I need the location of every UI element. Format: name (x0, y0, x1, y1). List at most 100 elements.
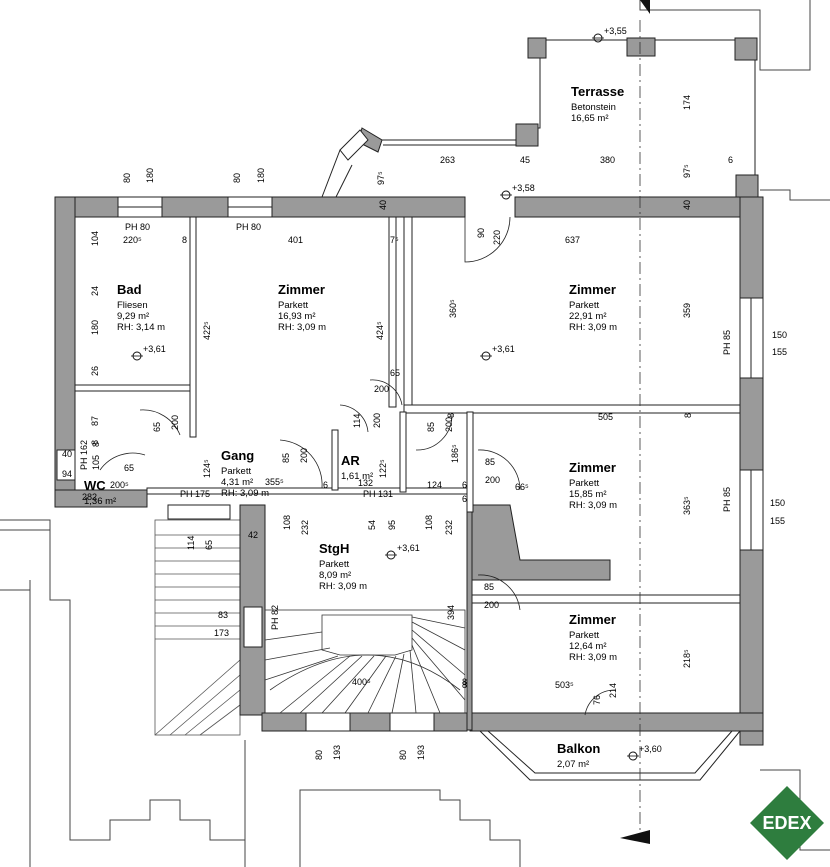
dimension-label: 355⁵ (265, 477, 284, 487)
dimension-label: 108 (282, 515, 292, 530)
dimension-label: 150 (770, 498, 785, 508)
dimension-label: 180 (145, 168, 155, 183)
room-height: RH: 3,14 m (117, 322, 165, 333)
dimension-label: 108 (424, 515, 434, 530)
dimension-label: 8 (182, 235, 187, 245)
dimension-label: PH 131 (363, 489, 393, 499)
dimension-label: PH 85 (722, 487, 732, 512)
room-height: RH: 3,09 m (278, 322, 326, 333)
room-height: RH: 3,09 m (569, 322, 617, 333)
dimension-label: 200 (374, 384, 389, 394)
room-height: RH: 3,09 m (569, 500, 617, 511)
elevation-label: +3,60 (639, 744, 662, 754)
dimension-label: 97⁵ (682, 164, 692, 178)
dimension-label: 80 (232, 173, 242, 183)
dimension-label: 8 (462, 677, 467, 687)
dimension-label: PH 80 (236, 222, 261, 232)
room-material: Fliesen (117, 300, 148, 311)
dimension-label: 503⁵ (555, 680, 574, 690)
elevation-label: +3,61 (397, 543, 420, 553)
staircase (264, 609, 466, 714)
dimension-label: 200 (299, 448, 309, 463)
room-area: 16,65 m² (571, 113, 609, 124)
room-area: 8,09 m² (319, 570, 351, 581)
dimension-label: 401 (288, 235, 303, 245)
dimension-label: 90 (476, 228, 486, 238)
room-name: Zimmer (569, 460, 616, 475)
dimension-label: 114 (186, 536, 196, 550)
dimension-label: 637 (565, 235, 580, 245)
dimension-label: 80 (122, 173, 132, 183)
dimension-label: 150 (772, 330, 787, 340)
dimension-label: PH 80 (125, 222, 150, 232)
dimension-label: 42 (248, 530, 258, 540)
room-material: Parkett (278, 300, 308, 311)
dimension-label: PH 175 (180, 489, 210, 499)
dimension-label: 180 (90, 320, 100, 335)
room-area: 9,29 m² (117, 311, 149, 322)
dimension-label: 220⁵ (123, 235, 142, 245)
dimension-label: 174 (682, 95, 692, 110)
dimension-label: 193 (332, 745, 342, 760)
dimension-label: 83 (218, 610, 228, 620)
dimension-label: 40 (682, 200, 692, 210)
dimension-label: 6 (323, 480, 328, 490)
dimension-label: 65 (390, 368, 400, 378)
dimension-label: 424⁵ (375, 321, 385, 340)
dimension-label: 124 (427, 480, 442, 490)
room-material: Betonstein (571, 102, 616, 113)
dimension-label: 218⁵ (682, 649, 692, 668)
dimension-label: 186⁵ (450, 444, 460, 463)
dimension-label: 7⁵ (390, 235, 399, 245)
room-name: Terrasse (571, 84, 624, 99)
room-name: AR (341, 453, 360, 468)
dimension-label: 105 (91, 455, 101, 470)
interior-walls (74, 216, 741, 604)
room-area: 4,31 m² (221, 477, 253, 488)
room-material: Parkett (569, 478, 599, 489)
dimension-label: 85 (426, 422, 436, 432)
room-name: Zimmer (569, 282, 616, 297)
room-material: Parkett (221, 466, 251, 477)
dimension-label: 220 (492, 230, 502, 245)
dimension-label: 80 (314, 750, 324, 760)
dimension-label: 54 (367, 520, 377, 530)
room-area: 1,36 m² (84, 496, 116, 507)
dimension-label: 8 (446, 413, 456, 418)
edex-logo: EDEX (750, 786, 824, 860)
dimension-label: 380 (600, 155, 615, 165)
dimension-label: 85 (485, 457, 495, 467)
dimension-label: 200 (484, 600, 499, 610)
elevation-marker: +3,58 (500, 183, 535, 200)
dimension-label: 40 (378, 200, 388, 210)
section-marker-top (640, 0, 650, 14)
dimension-label: 360⁵ (448, 299, 458, 318)
dimension-label: 282 (82, 492, 97, 502)
dimension-label: 155 (770, 516, 785, 526)
dimension-label: 114 (352, 414, 362, 428)
dimension-label: 6 (728, 155, 733, 165)
dimension-label: 95 (387, 520, 397, 530)
room-material: Parkett (569, 630, 599, 641)
dimension-label: 263 (440, 155, 455, 165)
dimension-label: 87 (90, 416, 100, 426)
room-name: Balkon (557, 741, 600, 756)
dimension-label: 400⁵ (352, 677, 371, 687)
room-area: 16,93 m² (278, 311, 316, 322)
dimension-label: 173 (214, 628, 229, 638)
dimension-label: 8 (683, 413, 693, 418)
room-area: 2,07 m² (557, 759, 589, 770)
dimension-label: 85 (484, 582, 494, 592)
dimension-label: 97⁵ (376, 171, 386, 185)
dimension-label: 180 (256, 168, 266, 183)
dimension-label: 65 (124, 463, 134, 473)
dimension-label: 132 (358, 478, 373, 488)
elevation-label: +3,61 (143, 344, 166, 354)
dimension-label: PH 85 (722, 330, 732, 355)
